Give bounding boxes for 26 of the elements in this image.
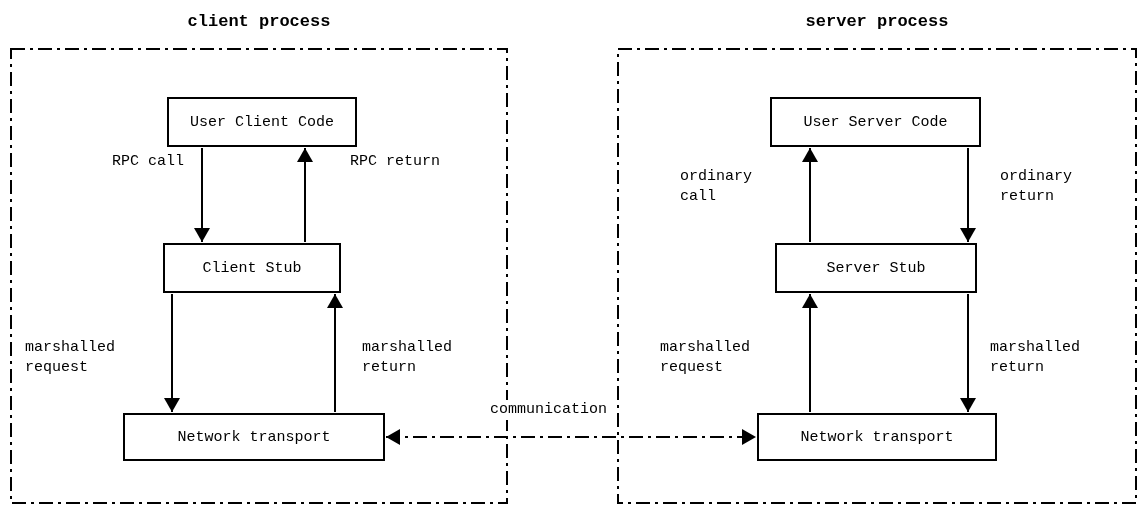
edge-label: marshalled return	[990, 338, 1081, 378]
edge-label: RPC call	[112, 152, 185, 172]
arrow	[385, 429, 757, 445]
component-box: Network transport	[123, 413, 385, 461]
edge-label: marshalled request	[25, 338, 116, 378]
edge-label: communication	[490, 400, 608, 420]
edge-label: RPC return	[350, 152, 441, 172]
component-box: User Server Code	[770, 97, 981, 147]
arrow	[960, 293, 976, 413]
arrow	[960, 147, 976, 243]
component-box: Server Stub	[775, 243, 977, 293]
edge-label: marshalled request	[660, 338, 751, 378]
arrow	[194, 147, 210, 243]
process-title: server process	[804, 12, 950, 31]
arrow	[164, 293, 180, 413]
arrow	[327, 293, 343, 413]
process-title: client process	[186, 12, 332, 31]
component-box: Client Stub	[163, 243, 341, 293]
arrow	[802, 147, 818, 243]
component-box: User Client Code	[167, 97, 357, 147]
edge-label: ordinary return	[1000, 167, 1073, 207]
component-box: Network transport	[757, 413, 997, 461]
edge-label: ordinary call	[680, 167, 753, 207]
edge-label: marshalled return	[362, 338, 453, 378]
arrow	[802, 293, 818, 413]
arrow	[297, 147, 313, 243]
